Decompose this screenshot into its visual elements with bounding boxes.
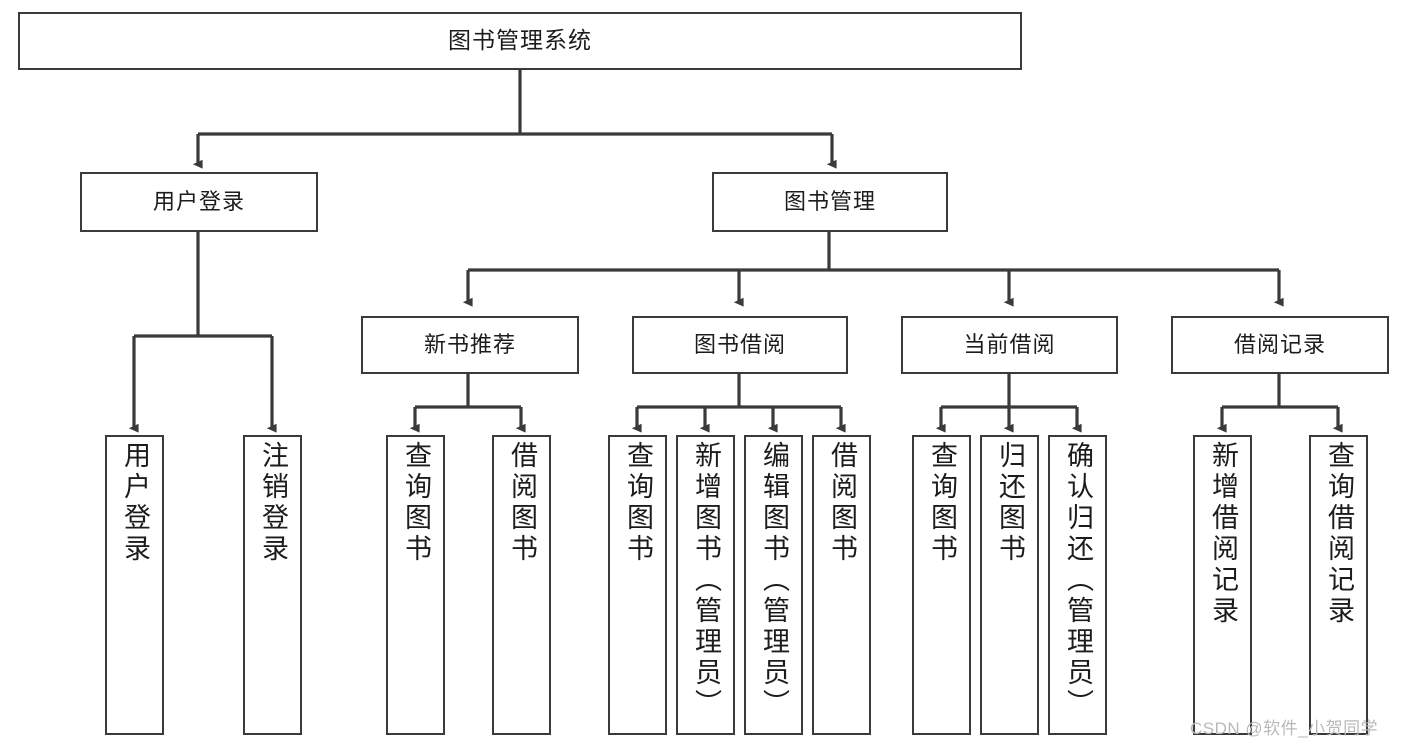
- leaf-new-book-borrow-books[interactable]: 借阅图书: [492, 435, 551, 735]
- leaf-borrow-record-add-record[interactable]: 新增借阅记录: [1193, 435, 1252, 735]
- node-label: 查询图书: [623, 441, 653, 565]
- node-label: 借阅图书: [827, 441, 857, 565]
- node-label: 确认归还（管理员）: [1063, 441, 1093, 720]
- node-label: 当前借阅: [963, 332, 1056, 358]
- node-label: 借阅图书: [507, 441, 537, 565]
- csdn-watermark: CSDN @软件_小贺同学: [1190, 719, 1379, 738]
- node-label: 新增借阅记录: [1208, 441, 1238, 627]
- node-book-management[interactable]: 图书管理: [712, 172, 948, 232]
- leaf-user-login-login[interactable]: 用户登录: [105, 435, 164, 735]
- node-label: 用户登录: [120, 441, 150, 565]
- node-root-book-management-system[interactable]: 图书管理系统: [18, 12, 1022, 70]
- node-label: 借阅记录: [1233, 332, 1326, 358]
- node-label: 图书管理: [783, 189, 876, 215]
- node-label: 新增图书（管理员）: [691, 441, 721, 720]
- node-label: 图书管理系统: [448, 27, 592, 54]
- node-label: 注销登录: [258, 441, 288, 565]
- node-user-login[interactable]: 用户登录: [80, 172, 318, 232]
- node-label: 查询图书: [401, 441, 431, 565]
- leaf-book-borrow-query-books[interactable]: 查询图书: [608, 435, 667, 735]
- leaf-current-borrow-confirm-return-admin[interactable]: 确认归还（管理员）: [1048, 435, 1107, 735]
- leaf-current-borrow-query-books[interactable]: 查询图书: [912, 435, 971, 735]
- leaf-book-borrow-borrow-books[interactable]: 借阅图书: [812, 435, 871, 735]
- leaf-current-borrow-return-books[interactable]: 归还图书: [980, 435, 1039, 735]
- leaf-book-borrow-add-book-admin[interactable]: 新增图书（管理员）: [676, 435, 735, 735]
- leaf-borrow-record-query-record[interactable]: 查询借阅记录: [1309, 435, 1368, 735]
- node-label: 归还图书: [995, 441, 1025, 565]
- leaf-user-login-logout[interactable]: 注销登录: [243, 435, 302, 735]
- node-borrowing-record[interactable]: 借阅记录: [1171, 316, 1389, 374]
- node-label: 查询借阅记录: [1324, 441, 1354, 627]
- node-label: 用户登录: [152, 189, 245, 215]
- leaf-new-book-query-books[interactable]: 查询图书: [386, 435, 445, 735]
- node-current-borrowing[interactable]: 当前借阅: [901, 316, 1118, 374]
- node-label: 新书推荐: [423, 332, 516, 358]
- node-label: 编辑图书（管理员）: [759, 441, 789, 720]
- node-book-borrowing[interactable]: 图书借阅: [632, 316, 848, 374]
- node-label: 查询图书: [927, 441, 957, 565]
- leaf-book-borrow-edit-book-admin[interactable]: 编辑图书（管理员）: [744, 435, 803, 735]
- node-label: 图书借阅: [693, 332, 786, 358]
- node-new-book-recommendation[interactable]: 新书推荐: [361, 316, 579, 374]
